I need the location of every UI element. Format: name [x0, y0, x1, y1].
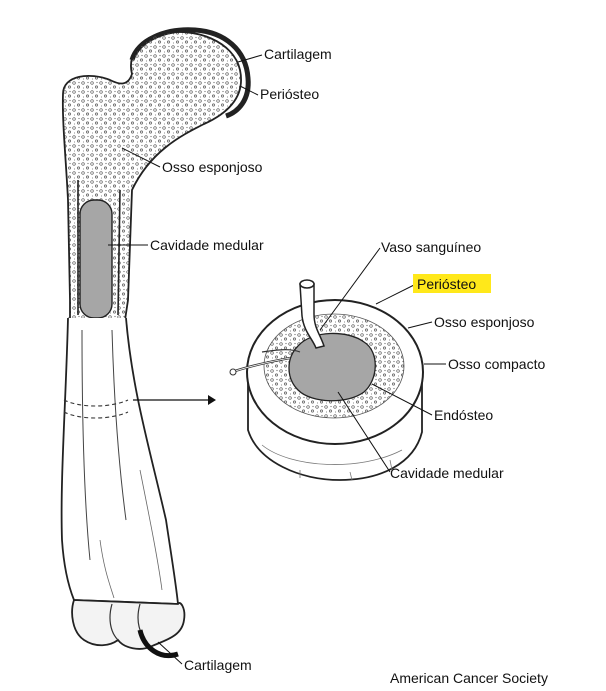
label-cartilagem-bottom: Cartilagem: [184, 657, 252, 673]
label-endosteo: Endósteo: [434, 407, 493, 423]
label-cavidade-medular-long: Cavidade medular: [150, 237, 264, 253]
leader-lines: [108, 54, 446, 665]
section-arrow: [133, 395, 216, 405]
blood-vessel: [299, 283, 325, 349]
label-cartilagem-top: Cartilagem: [264, 46, 332, 62]
distal-condyles: [71, 599, 186, 650]
credit-text: American Cancer Society: [390, 670, 548, 686]
femur-illustration: [60, 27, 251, 658]
label-osso-esponjoso-long: Osso esponjoso: [162, 159, 263, 175]
label-osso-compacto: Osso compacto: [448, 356, 545, 372]
distal-cartilage: [137, 629, 179, 658]
section-marrow-cavity: [288, 332, 376, 402]
label-vaso-sanguineo: Vaso sanguíneo: [381, 239, 481, 255]
highlight-periosteo: [413, 274, 491, 293]
label-cavidade-medular-section: Cavidade medular: [390, 465, 504, 481]
label-periosteo-top: Periósteo: [260, 86, 319, 102]
cross-section-illustration: [229, 279, 424, 481]
medullary-cavity-long: [79, 199, 113, 319]
label-osso-esponjoso-section: Osso esponjoso: [434, 314, 535, 330]
label-periosteo-section: Periósteo: [417, 276, 476, 292]
